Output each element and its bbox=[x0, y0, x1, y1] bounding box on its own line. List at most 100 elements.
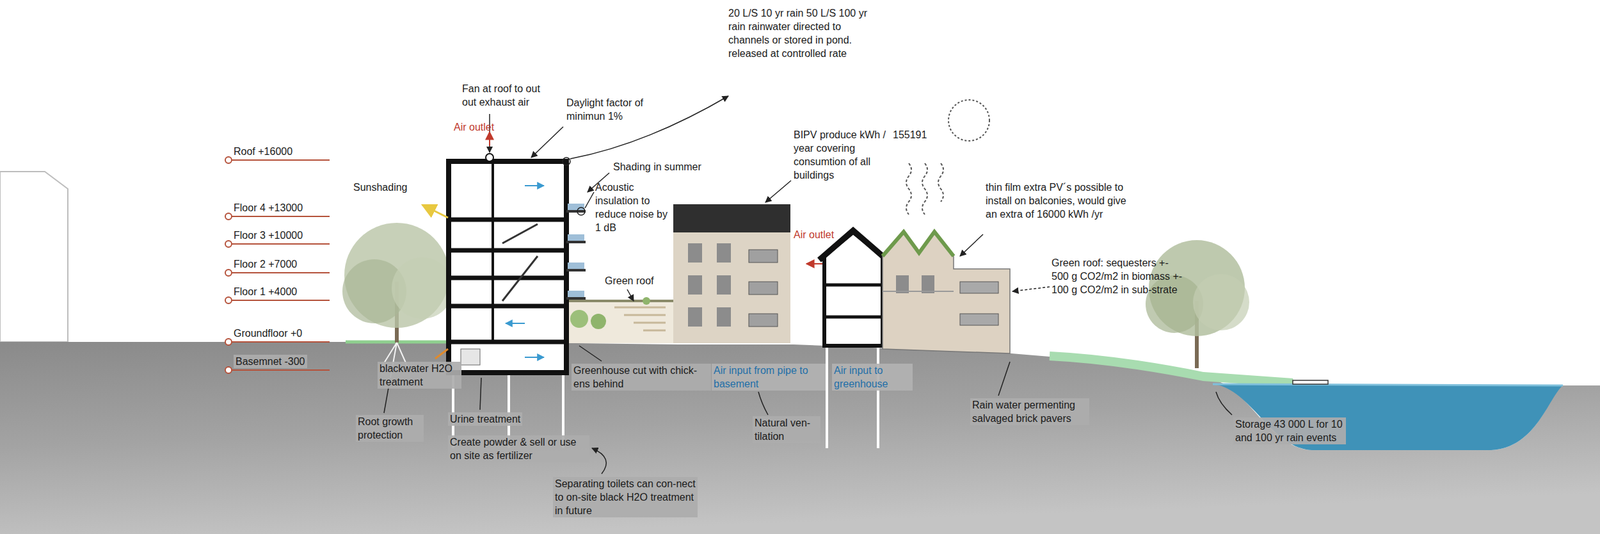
foundation-pile bbox=[825, 345, 829, 448]
main-building-section bbox=[567, 290, 585, 297]
row-houses bbox=[960, 281, 999, 294]
air-flow-arrow bbox=[422, 204, 448, 218]
main-building-section bbox=[448, 161, 567, 342]
greenhouse-terrace bbox=[642, 296, 651, 305]
row-houses bbox=[882, 290, 954, 292]
neighbour-building bbox=[0, 171, 68, 342]
greenhouse-terrace bbox=[568, 299, 674, 303]
annotation-label: BIPV produce kWh / year covering consumt… bbox=[793, 128, 890, 182]
annotation-label: Air outlet bbox=[453, 120, 495, 134]
pond bbox=[1292, 380, 1328, 384]
main-building-section bbox=[460, 348, 480, 365]
annotation-label: Roof +16000 bbox=[233, 144, 293, 159]
main-building-section bbox=[505, 322, 525, 324]
annotation-label: Air outlet bbox=[793, 227, 834, 242]
sun-symbol bbox=[906, 99, 990, 215]
annotation-label: Daylight factor of minimun 1% bbox=[566, 96, 663, 123]
annotation-label: blackwater H2O treatment bbox=[377, 361, 462, 389]
apartment-building bbox=[688, 307, 703, 327]
main-building-section bbox=[502, 224, 538, 301]
apartment-building bbox=[688, 243, 703, 263]
level-marker bbox=[225, 213, 232, 220]
leader-line bbox=[627, 289, 634, 301]
apartment-building bbox=[688, 275, 703, 295]
row-houses bbox=[921, 275, 935, 294]
air-flow-arrow bbox=[488, 131, 491, 146]
apartment-building bbox=[716, 243, 731, 263]
main-building-section bbox=[485, 153, 494, 162]
level-marker bbox=[225, 156, 232, 164]
greenhouse-terrace bbox=[568, 296, 674, 344]
annotation-label: Natural ven-tilation bbox=[752, 416, 821, 443]
apartment-building bbox=[748, 313, 778, 327]
leader-line bbox=[758, 391, 768, 415]
leader-line bbox=[488, 113, 491, 153]
annotation-label: 20 L/S 10 yr rain 50 L/S 100 yr rain rai… bbox=[728, 6, 879, 61]
level-marker bbox=[225, 296, 232, 304]
level-marker bbox=[231, 160, 330, 370]
annotation-label: Green roof: sequesters +- 500 g CO2/m2 i… bbox=[1051, 256, 1183, 297]
level-marker bbox=[225, 240, 232, 248]
sun-symbol bbox=[948, 99, 990, 141]
main-building-section bbox=[567, 262, 585, 269]
air-flow-arrow bbox=[435, 348, 448, 359]
apartment-building bbox=[673, 204, 791, 233]
greenhouse-terrace bbox=[570, 309, 589, 328]
leader-line bbox=[562, 157, 571, 166]
leader-line bbox=[579, 345, 602, 361]
annotation-label: Storage 43 000 L for 10 and 100 yr rain … bbox=[1233, 417, 1346, 445]
row-houses bbox=[882, 231, 954, 256]
level-marker bbox=[225, 338, 232, 345]
annotation-label: Floor 3 +10000 bbox=[233, 228, 303, 242]
annotation-label: Floor 2 +7000 bbox=[233, 257, 297, 271]
annotation-label: Sunshading bbox=[353, 180, 408, 194]
leader-line bbox=[1012, 286, 1050, 292]
leader-line bbox=[960, 234, 984, 256]
main-building-section bbox=[448, 219, 567, 342]
annotation-label: Separating toilets can con-nect to on-si… bbox=[552, 476, 698, 518]
apartment-building bbox=[748, 281, 778, 295]
main-building-section bbox=[448, 161, 567, 373]
sun-symbol bbox=[906, 163, 912, 215]
annotation-label: Urine treatment bbox=[448, 412, 523, 426]
main-building-section bbox=[524, 184, 544, 187]
apartment-building bbox=[716, 307, 731, 327]
main-building-section bbox=[448, 153, 586, 373]
row-houses bbox=[896, 275, 909, 294]
sun-symbol bbox=[938, 163, 944, 202]
gabled-house-section bbox=[806, 230, 888, 346]
pond bbox=[1212, 380, 1563, 450]
greenhouse-terrace bbox=[568, 300, 674, 344]
annotation-label: Air input from pipe to basement bbox=[711, 363, 826, 391]
pond bbox=[1212, 384, 1563, 450]
annotation-label: thin film extra PV´s possible to install… bbox=[985, 180, 1140, 221]
ground bbox=[1049, 355, 1293, 383]
annotation-label: Floor 4 +13000 bbox=[233, 200, 303, 215]
annotation-label: Air input to greenhouse bbox=[832, 363, 913, 391]
sun-symbol bbox=[922, 163, 928, 215]
main-building-section bbox=[567, 203, 585, 210]
tree bbox=[391, 257, 454, 319]
air-flow-arrow bbox=[422, 131, 490, 359]
foundation-pile bbox=[876, 345, 880, 448]
neighbour-building bbox=[0, 171, 68, 342]
leader-line bbox=[584, 192, 594, 208]
level-marker bbox=[225, 269, 232, 276]
leader-line bbox=[577, 207, 585, 216]
leader-line bbox=[480, 377, 482, 410]
annotation-label: Basemnet -300 bbox=[233, 354, 308, 368]
annotation-label: Groundfloor +0 bbox=[233, 326, 303, 340]
main-building-section bbox=[567, 234, 585, 241]
gabled-house-section bbox=[806, 263, 823, 265]
main-building-section bbox=[524, 356, 544, 358]
tree bbox=[1192, 273, 1250, 331]
main-building-section bbox=[448, 341, 567, 373]
level-marker bbox=[225, 366, 232, 374]
greenhouse-terrace bbox=[614, 307, 666, 331]
annotation-label: Root growth protection bbox=[355, 414, 424, 442]
annotation-label: Floor 1 +4000 bbox=[233, 284, 297, 299]
row-houses bbox=[882, 231, 1010, 354]
annotation-label: 155191 bbox=[892, 128, 927, 142]
annotation-label: Create powder & sell or use on site as f… bbox=[448, 435, 590, 463]
gabled-house-section bbox=[824, 284, 883, 317]
